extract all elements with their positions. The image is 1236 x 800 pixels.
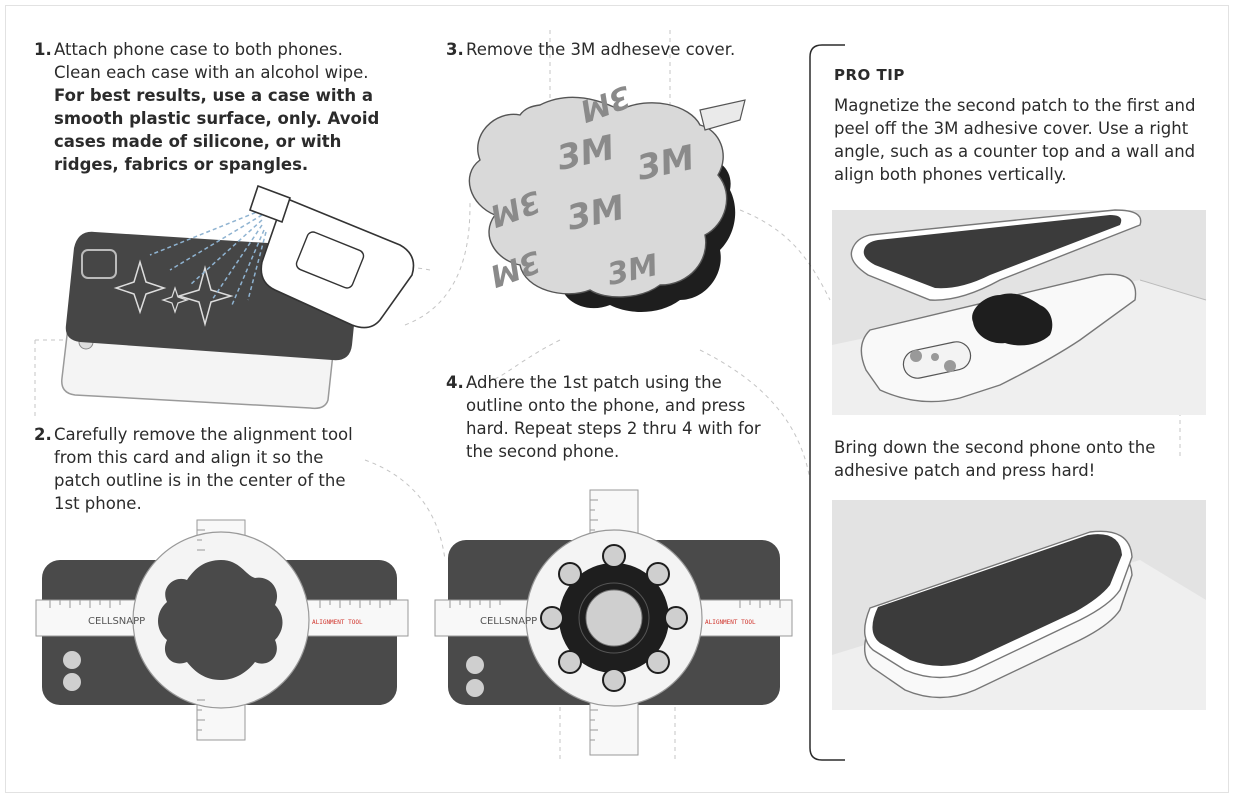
step-4-number: 4. <box>446 373 464 392</box>
pro-tip-followup: Bring down the second phone onto the adh… <box>834 438 1156 480</box>
step-1-number: 1. <box>34 40 52 59</box>
step-3-body: Remove the 3M adheseve cover. <box>466 40 736 59</box>
patch-center <box>585 589 643 647</box>
step-1-body: Attach phone case to both phones. Clean … <box>54 40 369 82</box>
patch-outline-shape <box>158 560 283 680</box>
step-3-text: 3. Remove the 3M adheseve cover. <box>446 38 786 61</box>
step-4-body: Adhere the 1st patch using the outline o… <box>466 373 761 461</box>
step-1-text: 1. Attach phone case to both phones. Cle… <box>34 38 384 176</box>
tool-brand-text-2: CELLSNAPP <box>480 616 537 627</box>
step-3-number: 3. <box>446 40 464 59</box>
spray-lines <box>149 209 267 306</box>
tool-label-text-2: ALIGNMENT TOOL <box>705 619 756 626</box>
step-1-bold-note: For best results, use a case with a smoo… <box>54 86 380 174</box>
step-2-number: 2. <box>34 425 52 444</box>
page-frame <box>5 5 1229 793</box>
tool-label-text-1: ALIGNMENT TOOL <box>312 619 363 626</box>
step-2-text: 2. Carefully remove the alignment tool f… <box>34 423 374 515</box>
spray-bottle-illustration <box>248 184 415 329</box>
adhesive-cover-illustration <box>468 96 728 298</box>
pro-tip-title: PRO TIP <box>834 66 905 84</box>
step-4-text: 4. Adhere the 1st patch using the outlin… <box>446 371 776 463</box>
patch-lobes <box>540 544 688 692</box>
pro-tip-text: Magnetize the second patch to the first … <box>834 96 1196 184</box>
tool-brand-text-1: CELLSNAPP <box>88 616 145 627</box>
step-2-body: Carefully remove the alignment tool from… <box>54 425 353 513</box>
